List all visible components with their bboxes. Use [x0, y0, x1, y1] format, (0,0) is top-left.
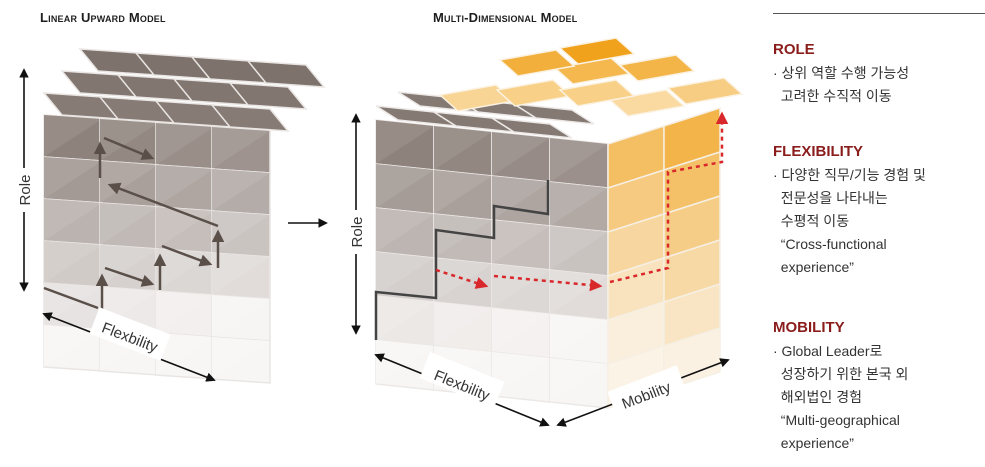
legend-section-line: 전문성을 나타내는: [773, 190, 888, 206]
cube-cell-facet: [434, 258, 492, 302]
legend-section-line: · 상위 역할 수행 가능성: [773, 65, 910, 81]
legend-section-line: 수평적 이동: [773, 213, 850, 229]
cube-cell-facet: [44, 157, 102, 199]
legend-section-mobility: MOBILITY · Global Leader로 성장하기 위한 본국 외 해외…: [773, 319, 908, 455]
cube-cell-facet: [212, 211, 270, 253]
path-arrow: [107, 182, 219, 228]
cube-cell-facet: [550, 226, 608, 270]
cube-cell-facet: [212, 127, 270, 169]
cube-top-cell: [558, 37, 636, 65]
cube-cell-facet: [212, 169, 270, 211]
cube-cell-facet: [550, 314, 608, 358]
cube-top-cell: [666, 77, 744, 105]
cube-top-cell: [246, 60, 326, 88]
cube-cell-facet: [156, 123, 214, 165]
cube-cell-facet: [492, 308, 550, 352]
cube-cell-facet: [376, 252, 434, 296]
cube-cell-facet: [434, 214, 492, 258]
path-arrow: [103, 136, 155, 160]
career-paths: [43, 111, 729, 340]
linear-model-title: Linear Upward Model: [40, 10, 166, 25]
cube-top-cell: [491, 117, 573, 139]
cube-cell-facet: [44, 115, 102, 157]
sidebar-divider: [773, 13, 985, 14]
cube-cell-facet: [212, 295, 270, 337]
role-axis-label: Role: [349, 217, 366, 248]
legend-section-title: MOBILITY: [773, 319, 845, 336]
legend-sidebar: ROLE · 상위 역할 수행 가능성 고려한 수직적 이동 FLEXIBILITY…: [773, 13, 985, 451]
mobility-path: [435, 268, 489, 289]
multi-model-title: Multi-Dimensional Model: [433, 10, 578, 25]
cube-top-cell: [618, 54, 696, 82]
cube-cell-facet: [434, 302, 492, 346]
legend-section-role: ROLE · 상위 역할 수행 가능성 고려한 수직적 이동: [773, 41, 909, 108]
cube-top-cell: [228, 82, 308, 110]
legend-section-line: · Global Leader로: [773, 343, 883, 359]
cube-cell-facet: [492, 264, 550, 308]
cube-cell-facet: [156, 207, 214, 249]
cube-cell-facet: [434, 170, 492, 214]
cube-cell-facet: [212, 337, 270, 379]
legend-section-line: 성장하기 위한 본국 외: [773, 366, 909, 382]
cube-cell-facet: [434, 126, 492, 170]
cube-cell-facet: [100, 245, 158, 287]
legend-section-flexibility: FLEXIBILITY · 다양한 직무/기능 경험 및 전문성을 나타내는 수평…: [773, 143, 926, 279]
legend-section-line: “Cross-functional: [773, 236, 887, 252]
path-arrow: [161, 244, 213, 267]
path-arrow: [104, 266, 155, 287]
cube-cell-facet: [550, 182, 608, 226]
cube-cell-facet: [492, 132, 550, 176]
cube-top-cell: [558, 79, 636, 107]
path-line: [43, 286, 99, 310]
cube-cell-facet: [44, 241, 102, 283]
mobility-path: [609, 111, 729, 284]
cube-cell-facet: [156, 165, 214, 207]
cube-cell-facet: [376, 120, 434, 164]
legend-section-title: ROLE: [773, 41, 815, 58]
cube-top-cell: [210, 104, 290, 132]
cube-top-cell: [498, 49, 576, 77]
legend-section-line: 고려한 수직적 이동: [773, 88, 892, 104]
legend-section-line: experience”: [773, 259, 854, 275]
mobility-path: [493, 274, 603, 292]
cube-top-cell: [608, 89, 686, 117]
cube-cell-facet: [492, 220, 550, 264]
role-axis-label: Role: [17, 175, 34, 206]
legend-section-line: “Multi-geographical: [773, 412, 900, 428]
cube-cell-facet: [376, 296, 434, 340]
cube-cell-facet: [44, 199, 102, 241]
legend-section-line: · 다양한 직무/기능 경험 및: [773, 167, 926, 183]
cube-cell-facet: [376, 208, 434, 252]
cube-cell-facet: [100, 203, 158, 245]
linear-model-cube: [42, 48, 326, 384]
legend-section-line: experience”: [773, 435, 854, 451]
vertical-path: [374, 180, 550, 340]
cube-cell-facet: [212, 253, 270, 295]
cube-cell-facet: [550, 138, 608, 182]
cube-cell-facet: [100, 119, 158, 161]
cube-cell-facet: [376, 164, 434, 208]
legend-section-title: FLEXIBILITY: [773, 143, 863, 160]
cube-top-cell: [513, 103, 595, 125]
legend-section-line: 해외법인 경험: [773, 389, 862, 405]
